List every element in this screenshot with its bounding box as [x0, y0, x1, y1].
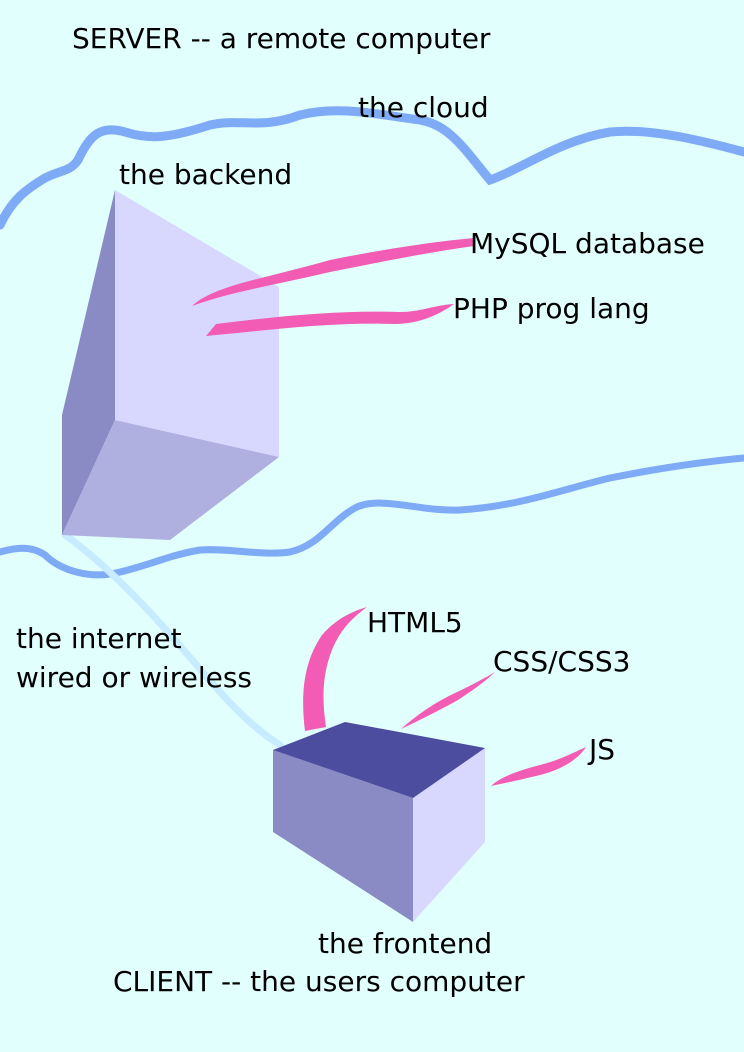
server-title: SERVER -- a remote computer: [72, 22, 491, 55]
client-caption: CLIENT -- the users computer: [113, 965, 525, 998]
client-right-face: [413, 748, 485, 922]
html5-label: HTML5: [367, 606, 463, 639]
php-callout-stroke: [206, 304, 454, 336]
frontend-label: the frontend: [318, 927, 492, 960]
js-callout-stroke: [491, 747, 586, 786]
mysql-label: MySQL database: [470, 227, 705, 260]
server-front-face: [115, 190, 279, 457]
client-box: [273, 722, 485, 922]
server-bottom-face: [62, 420, 279, 540]
client-left-face: [273, 750, 413, 922]
mysql-callout-stroke: [192, 238, 474, 306]
cloud-label: the cloud: [358, 91, 489, 124]
cloud-lower-boundary: [0, 454, 744, 579]
html5-callout-stroke: [303, 607, 367, 731]
server-box: [62, 190, 279, 540]
css-callout-stroke: [401, 672, 495, 729]
cloud-upper-boundary: [0, 106, 744, 230]
internet-sublabel: wired or wireless: [16, 661, 252, 694]
internet-cable: [61, 531, 284, 749]
php-label: PHP prog lang: [453, 292, 650, 325]
js-label: JS: [587, 733, 615, 766]
internet-label: the internet: [16, 622, 182, 655]
css-label: CSS/CSS3: [493, 645, 630, 678]
client-top-face: [273, 722, 485, 798]
backend-label: the backend: [119, 158, 292, 191]
